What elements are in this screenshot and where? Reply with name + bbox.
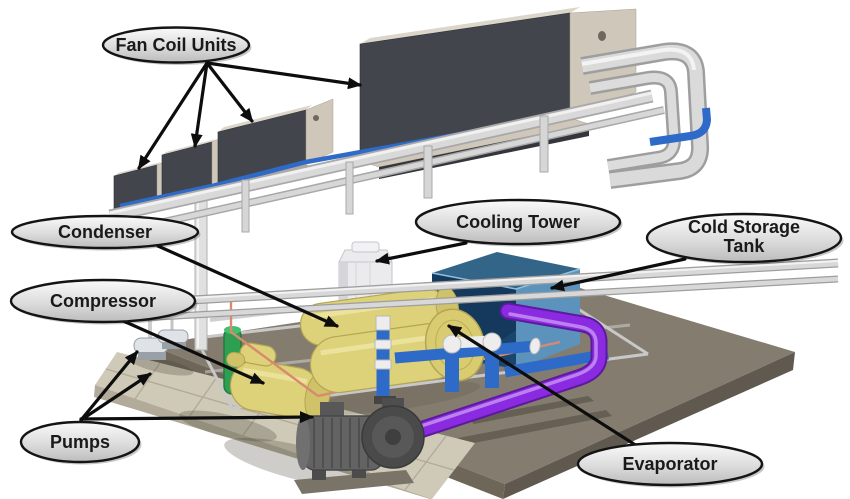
- arrow-fan-coil-3: [205, 61, 254, 123]
- callout-compressor: Compressor: [9, 278, 198, 325]
- callout-condenser: Condenser: [10, 214, 201, 251]
- chrome-return-bends: [580, 42, 712, 189]
- arrow-fan-coil-4: [205, 61, 362, 90]
- arrow-fan-coil-2: [190, 61, 209, 148]
- cold-storage-tank-label-line1: Cold Storage: [688, 217, 800, 237]
- main-pump-unit: [294, 396, 425, 494]
- cooling-tower-label: Cooling Tower: [456, 212, 580, 232]
- purple-pipe: [393, 302, 608, 445]
- evaporator-label: Evaporator: [622, 454, 717, 474]
- callout-evaporator: Evaporator: [576, 441, 765, 488]
- arrow-condenser: [156, 244, 339, 328]
- callout-cooling-tower: Cooling Tower: [414, 198, 623, 247]
- pumps-label: Pumps: [50, 432, 110, 452]
- cold-storage-tank-label-line2: Tank: [724, 236, 766, 256]
- arrow-pumps-1: [79, 350, 139, 422]
- compressor-label: Compressor: [50, 291, 156, 311]
- arrow-cooling-tower: [375, 241, 468, 265]
- blue-pipes: [374, 315, 609, 398]
- arrow-fan-coil-1: [137, 61, 209, 170]
- callout-pumps: Pumps: [19, 420, 142, 465]
- fan-coil-assembly: [108, 7, 712, 234]
- plant-scene: [94, 7, 839, 499]
- callout-cold-storage-tank: Cold Storage Tank: [645, 212, 844, 265]
- arrow-pumps-2: [79, 372, 152, 422]
- condenser-label: Condenser: [58, 222, 152, 242]
- arrow-compressor: [119, 318, 265, 385]
- arrow-cold-storage-tank: [550, 257, 687, 292]
- pipe-risers: [241, 115, 549, 233]
- vertical-pipe-column: [194, 199, 208, 351]
- callout-fan-coil-units: Fan Coil Units: [101, 26, 252, 65]
- chrome-header-pipes: [139, 258, 839, 322]
- annotation-arrows: [79, 61, 687, 448]
- blue-bend-pipe: [649, 107, 712, 146]
- chrome-duct-pipes: [108, 89, 665, 234]
- arrow-pumps-3: [79, 411, 314, 424]
- callout-labels: Fan Coil Units Condenser Compressor Pump…: [9, 26, 844, 488]
- arrow-evaporator: [447, 324, 639, 448]
- fan-coil-units-label: Fan Coil Units: [116, 35, 237, 55]
